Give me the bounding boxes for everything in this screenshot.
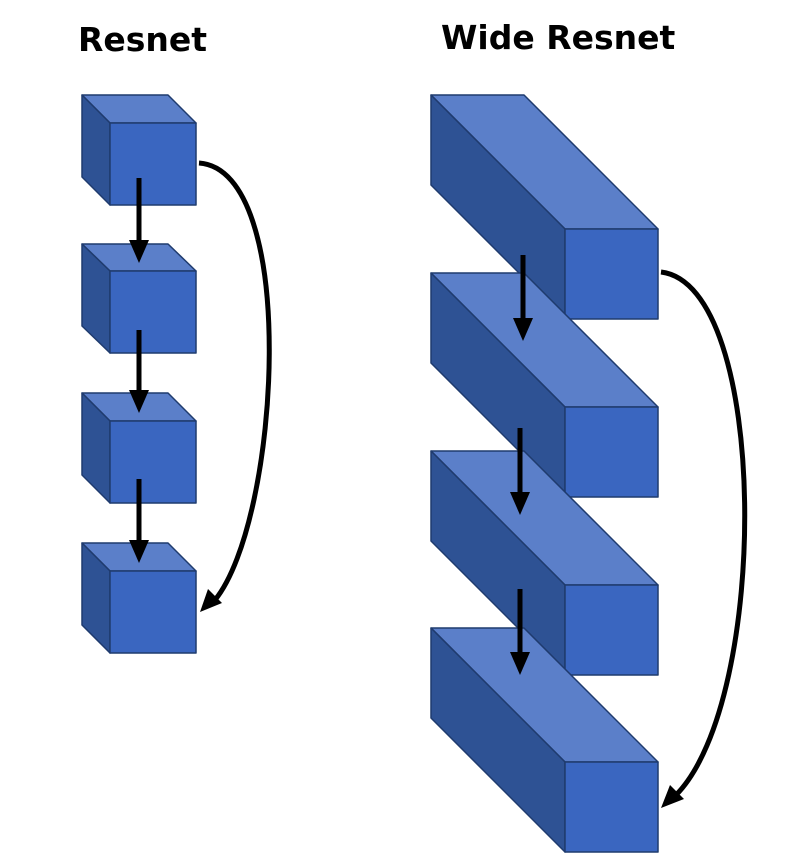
wide-resnet-title: Wide Resnet [441, 18, 676, 57]
resnet-arrow-1 [129, 178, 149, 263]
wide-resnet-arrow-3 [510, 589, 530, 675]
wide-resnet-block-1 [430, 94, 659, 320]
wide-resnet-arrow-1 [513, 255, 533, 341]
wide-resnet-arrow-2 [510, 428, 530, 515]
resnet-block-4 [81, 542, 197, 654]
wide-resnet-block-3 [430, 450, 659, 676]
resnet-block-3 [81, 392, 197, 504]
resnet-title: Resnet [78, 20, 208, 59]
wide-resnet-block-2 [430, 272, 659, 498]
resnet-arrow-3 [129, 479, 149, 563]
wide-resnet-block-4 [430, 627, 659, 853]
wide-resnet-skip-connection [660, 269, 748, 808]
resnet-skip-connection [198, 160, 272, 612]
resnet-arrow-2 [129, 330, 149, 413]
resnet-block-1 [81, 94, 197, 206]
